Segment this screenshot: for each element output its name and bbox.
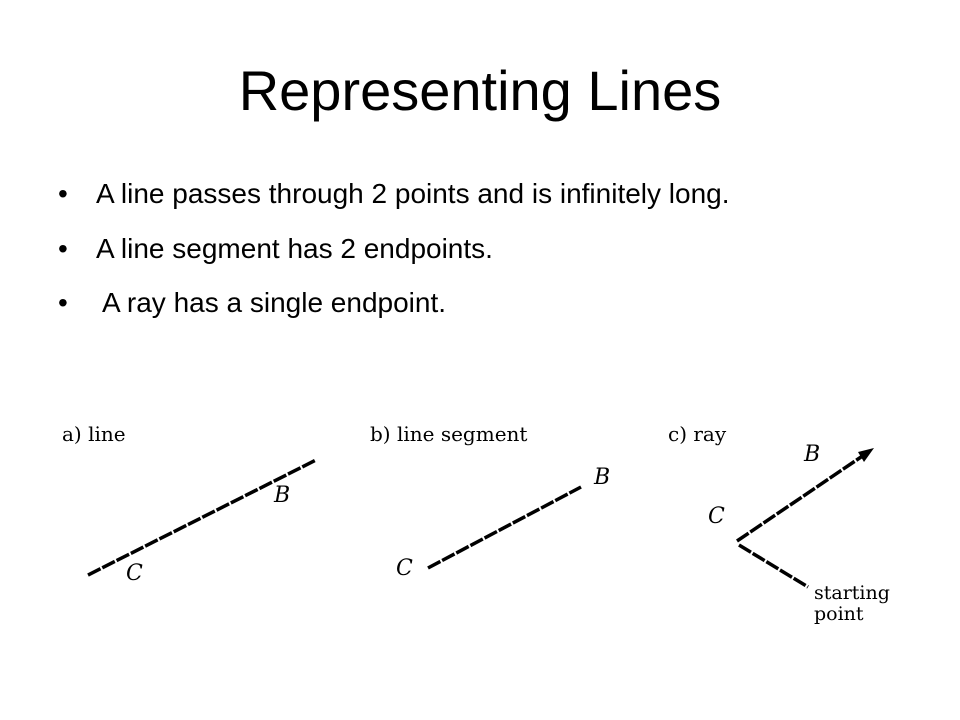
bullet-item: A line segment has 2 endpoints. [58,231,898,267]
caption-line-segment: b) line segment [370,422,527,446]
bullet-list: A line passes through 2 points and is in… [58,176,898,340]
starting-point-line-2: point [814,603,864,625]
starting-point-pointer [738,543,809,589]
point-label-c: C [126,561,143,586]
infinite-line [87,458,317,577]
bullet-item: A ray has a single endpoint. [58,285,898,321]
point-label-c: C [396,556,413,581]
point-label-b: B [593,465,610,490]
line-segment [427,485,582,570]
starting-point-line-1: starting [814,582,890,604]
lines-figure: a) line C B b) line segment C B c) ray C… [62,422,896,625]
point-label-b: B [273,483,290,508]
bullet-item: A line passes through 2 points and is in… [58,176,898,212]
point-label-b: B [803,442,820,467]
point-label-c: C [708,504,725,529]
caption-ray: c) ray [668,422,727,446]
starting-point-label: starting point [814,582,896,625]
ray-arrowhead [858,448,874,462]
caption-line: a) line [62,422,126,446]
slide-title: Representing Lines [238,59,722,122]
ray-line [736,453,865,543]
